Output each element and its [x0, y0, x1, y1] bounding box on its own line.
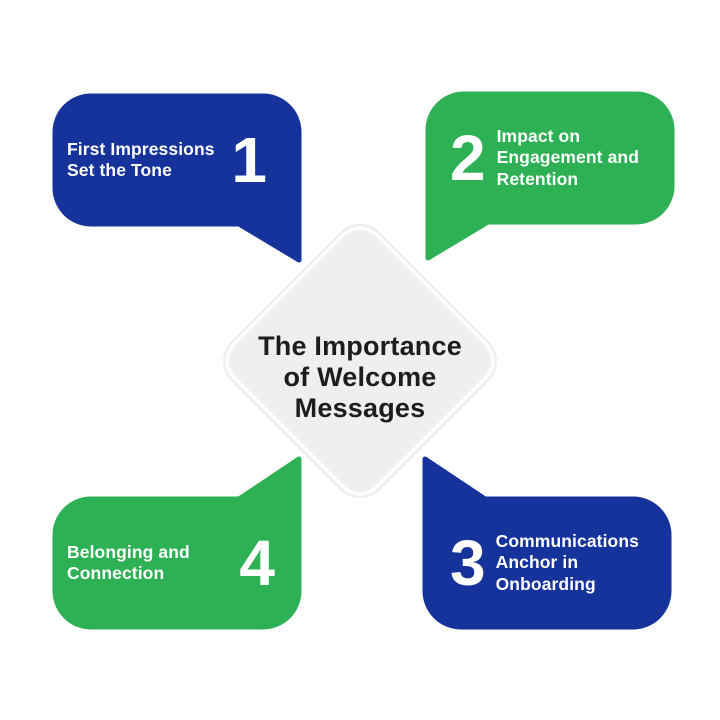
bubble-content: Belonging and Connection 4 [55, 499, 299, 627]
bubble-label: Communications Anchor in Onboarding [496, 531, 639, 596]
bubble-label-line: Onboarding [495, 573, 596, 594]
bubble-label-line: Communications [495, 530, 639, 551]
bubble-communications-anchor: 3 Communications Anchor in Onboarding [422, 456, 672, 630]
bubble-label: Belonging and Connection [67, 542, 190, 585]
bubble-number: 1 [231, 124, 267, 196]
speech-bubble-shape [52, 456, 302, 630]
bubble-first-impressions: First Impressions Set the Tone 1 [52, 93, 302, 264]
bubble-engagement-retention: 2 Impact on Engagement and Retention [425, 91, 675, 262]
diagram-title-line: Messages [294, 393, 426, 423]
bubble-content: 2 Impact on Engagement and Retention [428, 94, 672, 222]
bubble-label-line: First Impressions [67, 138, 215, 159]
bubble-label-line: Anchor in [495, 552, 579, 573]
bubble-number: 3 [450, 527, 486, 599]
bubble-belonging-connection: Belonging and Connection 4 [52, 456, 302, 630]
diagram-title-line: of Welcome [283, 362, 437, 392]
bubble-number: 4 [239, 527, 275, 599]
bubble-label: First Impressions Set the Tone [67, 139, 215, 182]
bubble-label-line: Impact on [496, 125, 581, 146]
speech-bubble-shape [52, 93, 302, 263]
bubble-label-line: Connection [67, 563, 165, 583]
bubble-content: First Impressions Set the Tone 1 [55, 96, 299, 224]
diagram-title-line: The Importance [258, 331, 462, 361]
bubble-label-line: Belonging and [67, 541, 190, 562]
bubble-label: Impact on Engagement and Retention [497, 126, 639, 191]
bubble-label-line: Engagement and [496, 147, 639, 168]
speech-bubble-path [52, 456, 302, 630]
speech-bubble-path [52, 93, 302, 263]
bubble-content: 3 Communications Anchor in Onboarding [425, 499, 669, 627]
bubble-number: 2 [450, 122, 486, 194]
speech-bubble-shape [425, 91, 675, 261]
bubble-label-line: Set the Tone [67, 160, 172, 180]
speech-bubble-path [425, 91, 675, 261]
speech-bubble-shape [422, 456, 672, 630]
speech-bubble-path [422, 456, 672, 630]
bubble-label-line: Retention [496, 168, 579, 189]
diagram-title: The Importance of Welcome Messages [235, 331, 485, 424]
